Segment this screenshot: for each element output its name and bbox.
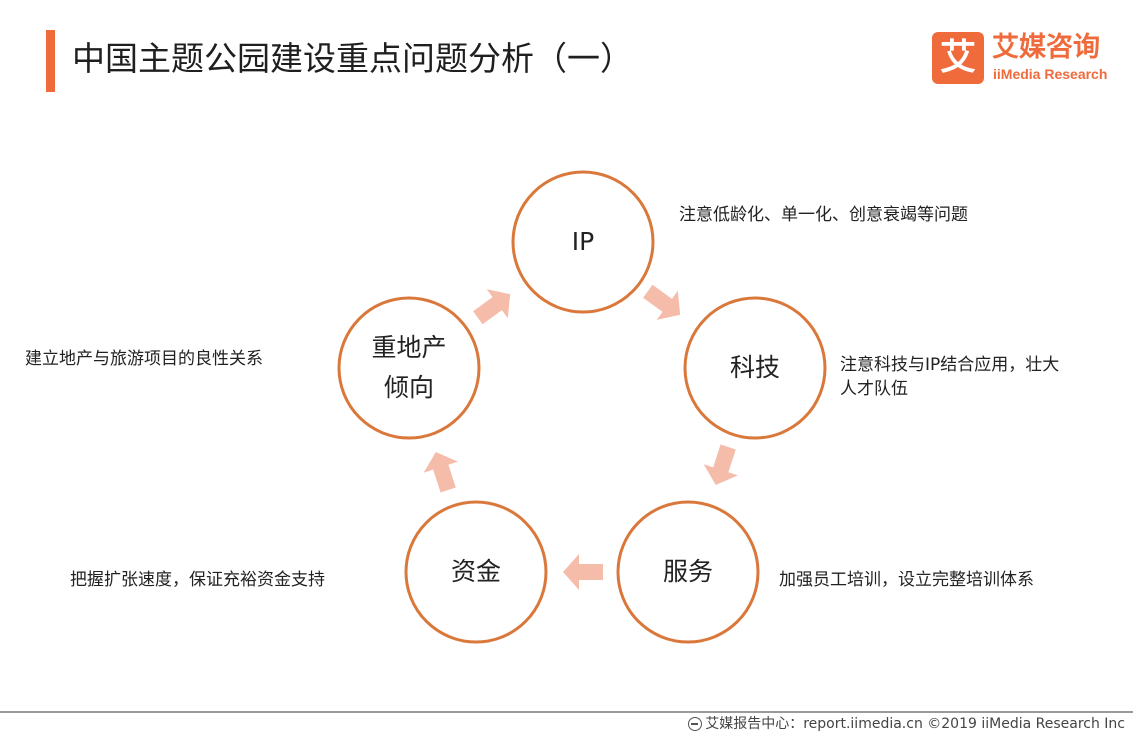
logo-name-en: iiMedia Research <box>993 66 1108 82</box>
node-label-service: 服务 <box>638 552 738 592</box>
arrow-service-to-capital <box>563 554 603 590</box>
node-circle-tech <box>683 296 827 440</box>
note-tech: 注意科技与IP结合应用，壮大 人才队伍 <box>840 353 1059 401</box>
node-label-capital-text: 资金 <box>450 557 501 586</box>
logo-name-cn: 艾媒咨询 <box>992 32 1100 63</box>
node-label-service-text: 服务 <box>662 557 713 586</box>
arrow-realestate-to-ip <box>473 289 511 325</box>
node-label-realestate-line2: 倾向 <box>383 373 434 402</box>
note-tech-line1: 注意科技与IP结合应用，壮大 <box>840 355 1060 375</box>
note-ip: 注意低龄化、单一化、创意衰竭等问题 <box>679 205 968 225</box>
node-circle-service <box>616 500 760 644</box>
node-label-tech-text: 科技 <box>729 353 780 382</box>
title-accent-bar <box>46 30 55 92</box>
node-circle-capital <box>404 500 548 644</box>
node-circle-ip <box>511 170 655 314</box>
note-capital: 把握扩张速度，保证充裕资金支持 <box>70 570 325 590</box>
note-realestate: 建立地产与旅游项目的良性关系 <box>25 349 263 369</box>
node-label-ip-text: IP <box>571 227 595 256</box>
arrow-ip-to-tech <box>643 284 681 320</box>
logo-mark: 艾 <box>932 32 984 84</box>
note-tech-line2: 人才队伍 <box>840 379 908 399</box>
node-label-capital: 资金 <box>426 552 526 592</box>
page-title: 中国主题公园建设重点问题分析（一） <box>72 39 633 78</box>
node-label-realestate-line1: 重地产 <box>371 333 447 362</box>
node-label-tech: 科技 <box>705 348 805 388</box>
note-service: 加强员工培训，设立完整培训体系 <box>779 570 1034 590</box>
footer: 艾媒报告中心：report.iimedia.cn ©2019 iiMedia R… <box>688 713 1125 735</box>
footer-divider <box>0 711 1133 713</box>
arrow-capital-to-realestate <box>423 451 458 493</box>
node-label-realestate: 重地产 倾向 <box>359 328 459 408</box>
footer-text: 艾媒报告中心：report.iimedia.cn ©2019 iiMedia R… <box>705 716 1125 732</box>
arrow-tech-to-service <box>703 444 738 486</box>
iimedia-logo: 艾 艾媒咨询 iiMedia Research <box>932 32 1112 86</box>
node-circle-realestate <box>337 296 481 440</box>
globe-icon <box>688 717 703 731</box>
node-label-ip: IP <box>533 222 633 262</box>
